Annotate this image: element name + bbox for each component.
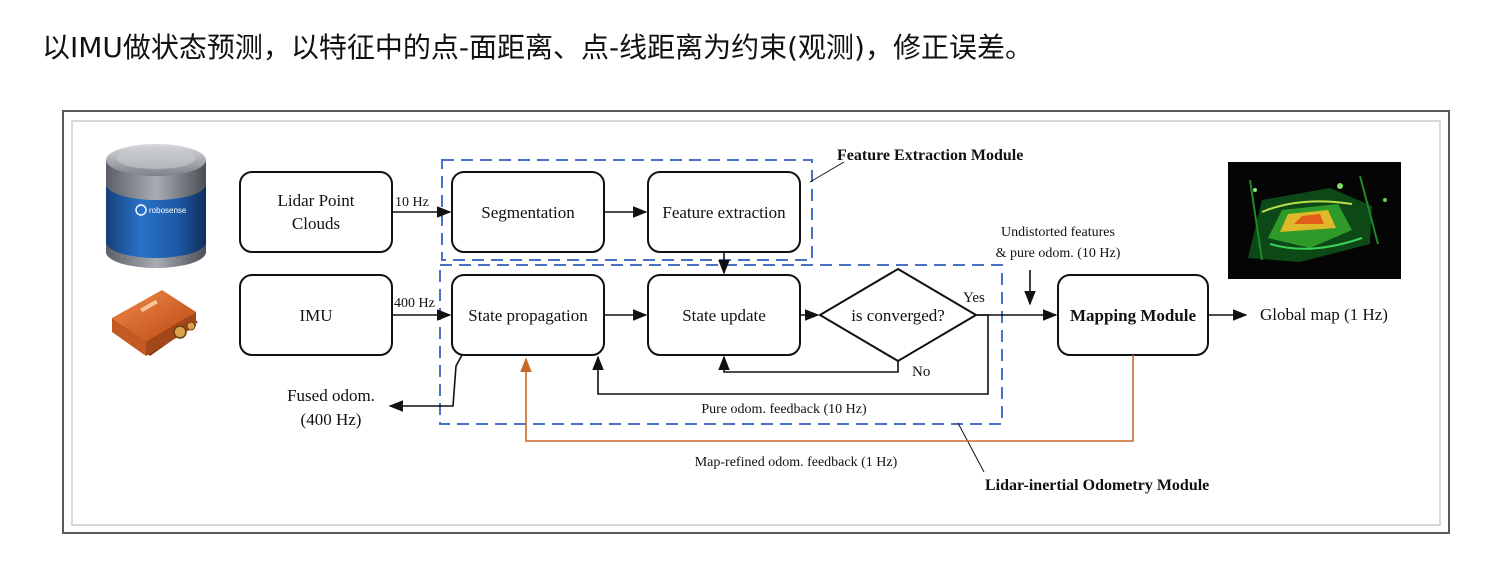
pure-odom-feedback-label: Pure odom. feedback (10 Hz): [701, 402, 867, 417]
figure-frame: [62, 110, 1450, 534]
feature-extraction-module-box: [441, 159, 813, 261]
edge-pure-odom-feedback: [592, 314, 989, 395]
figure-inner-frame: [71, 120, 1441, 526]
lidar-inertial-module-label: Lidar-inertial Odometry Module: [985, 477, 1209, 494]
lio-module-leader-line: [957, 422, 985, 473]
global-map-label: Global map (1 Hz): [1260, 305, 1388, 324]
feature-extraction-node: Feature extraction: [647, 171, 801, 253]
global-map-image: [1228, 162, 1401, 279]
lidar-node-label-line1: Lidar Point: [278, 191, 355, 210]
mapping-module-node: Mapping Module: [1057, 274, 1209, 356]
lidar-node-label-line2: Clouds: [292, 214, 340, 233]
undistorted-label-line2: & pure odom. (10 Hz): [996, 246, 1121, 261]
convergence-decision-node: is converged?: [818, 267, 978, 363]
edge-map-refined-feedback: [520, 355, 1134, 442]
feature-extraction-module-label: Feature Extraction Module: [837, 147, 1023, 164]
undistorted-label-line1: Undistorted features: [1001, 225, 1115, 240]
lidar-brand-label: robosense: [149, 206, 187, 215]
segmentation-node: Segmentation: [451, 171, 605, 253]
imu-node-label: IMU: [299, 306, 332, 325]
edge-decision-no-loop: [718, 355, 899, 373]
lidar-rate-label: 10 Hz: [395, 195, 429, 210]
map-refined-feedback-label: Map-refined odom. feedback (1 Hz): [695, 455, 898, 470]
imu-node: IMU: [239, 274, 393, 356]
mapping-module-node-label: Mapping Module: [1070, 306, 1197, 325]
state-update-node-label: State update: [682, 306, 766, 325]
fused-odom-label-line1: Fused odom.: [287, 386, 375, 405]
feature-extraction-node-label: Feature extraction: [662, 203, 786, 222]
imu-rate-label: 400 Hz: [394, 296, 435, 311]
state-propagation-node-label: State propagation: [468, 306, 588, 325]
edge-fused-odom-output: [388, 354, 463, 412]
imu-sensor-image: [112, 290, 198, 356]
lidar-sensor-image: robosense: [106, 144, 206, 268]
page-heading: 以IMU做状态预测，以特征中的点-面距离、点-线距离为约束(观测)，修正误差。: [42, 31, 1033, 64]
segmentation-node-label: Segmentation: [481, 203, 575, 222]
feature-module-leader-line: [809, 161, 845, 183]
lidar-node: Lidar Point Clouds: [239, 171, 393, 253]
no-label: No: [912, 364, 930, 380]
yes-label: Yes: [963, 290, 985, 306]
state-update-node: State update: [647, 274, 801, 356]
fused-odom-label-line2: (400 Hz): [301, 410, 362, 429]
state-propagation-node: State propagation: [451, 274, 605, 356]
convergence-decision-label: is converged?: [851, 306, 945, 325]
